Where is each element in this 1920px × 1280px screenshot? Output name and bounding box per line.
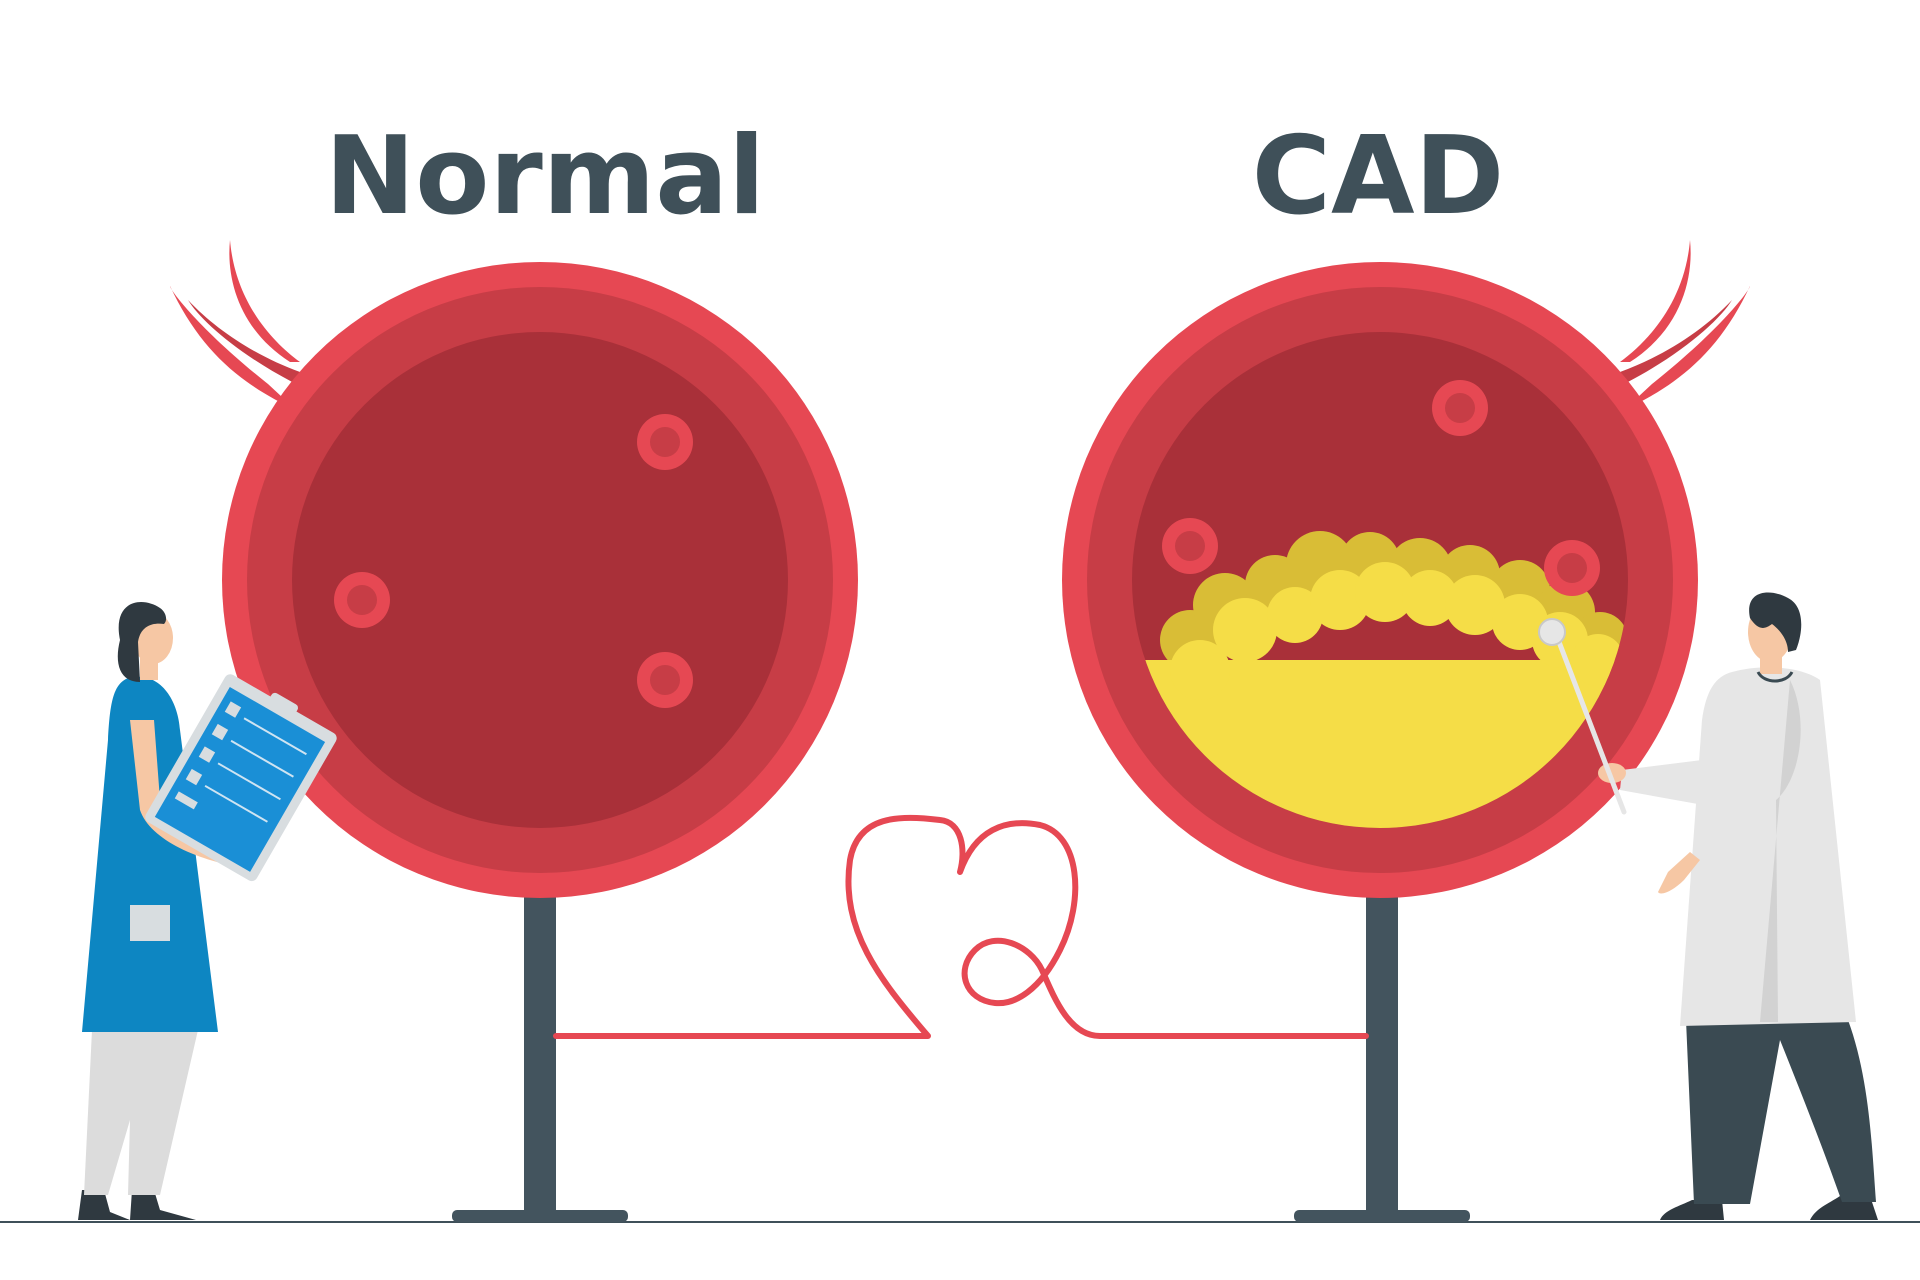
nurse-arm: [130, 720, 250, 868]
doctor-hand-lower: [1658, 852, 1700, 894]
nurse-pocket: [130, 905, 170, 941]
blood-cell: [1432, 380, 1488, 436]
cad-artery-branches: [1620, 240, 1750, 410]
doctor-coat-shadow: [1760, 680, 1801, 1022]
pointer-stick: [1553, 631, 1627, 815]
normal-blood-cells: [334, 414, 693, 708]
blood-cell: [637, 652, 693, 708]
nurse-shoe-left: [78, 1190, 130, 1220]
nurse-legs: [84, 1030, 198, 1195]
pointer-tip: [1538, 618, 1566, 646]
doctor-arm: [1620, 700, 1752, 808]
blood-cell: [1162, 518, 1218, 574]
stethoscope-icon: [1756, 671, 1794, 683]
nurse-figure: [78, 602, 337, 1220]
nurse-hair: [117, 602, 167, 682]
normal-stand-base: [452, 1210, 628, 1222]
label-normal: Normal: [325, 114, 765, 239]
normal-artery-branches: [170, 240, 300, 410]
normal-artery: [170, 240, 858, 1222]
blood-cell: [1544, 540, 1600, 596]
doctor-pants: [1686, 1020, 1876, 1204]
cad-stand-pole: [1366, 895, 1398, 1215]
cad-artery: [1062, 240, 1750, 1222]
normal-stand-pole: [524, 895, 556, 1215]
heart-connector-line: [553, 814, 1369, 1039]
nurse-shoe-right: [130, 1190, 196, 1220]
doctor-figure: [1538, 592, 1878, 1220]
cad-blood-cells: [1162, 380, 1600, 596]
doctor-shoe-left: [1660, 1200, 1724, 1220]
blood-cell: [334, 572, 390, 628]
cad-stand-base: [1294, 1210, 1470, 1222]
nurse-clipboard: [145, 674, 337, 882]
blood-cell: [637, 414, 693, 470]
label-cad: CAD: [1252, 114, 1505, 239]
doctor-hair: [1749, 592, 1802, 652]
